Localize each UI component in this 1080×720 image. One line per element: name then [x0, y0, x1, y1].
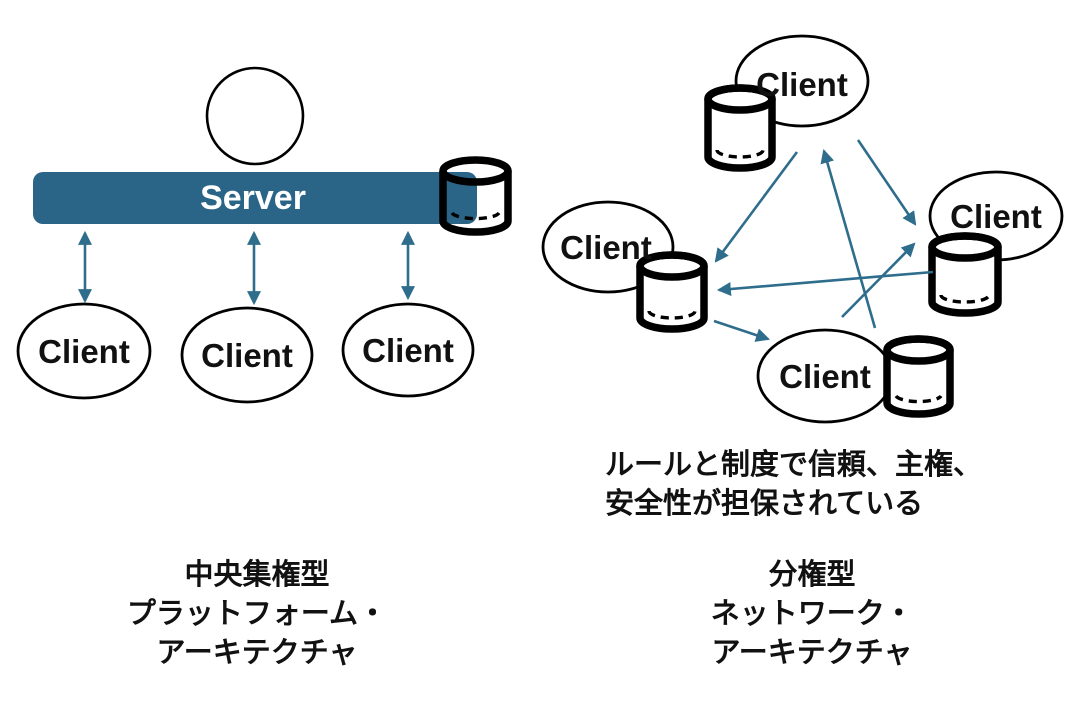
server-label: Server	[200, 179, 306, 217]
server-bar	[33, 172, 477, 224]
caption-line: 中央集権型	[184, 558, 329, 591]
peer-arrow	[716, 270, 934, 296]
caption-line: ネットワーク・	[711, 597, 913, 630]
centralized-diagram: Server Client Client Client 中央集権型 プラットフォ…	[16, 66, 512, 669]
database-icon	[704, 84, 776, 172]
client-label: Client	[38, 333, 130, 370]
client-label: Client	[201, 337, 293, 374]
caption-line: プラットフォーム・	[127, 597, 387, 630]
database-icon	[883, 335, 954, 418]
client-label: Client	[950, 198, 1042, 235]
client-label: Client	[362, 332, 454, 369]
client-ellipse	[341, 302, 475, 398]
caption-line: アーキテクチャ	[712, 636, 913, 669]
database-icon	[439, 156, 512, 236]
peer-arrow	[841, 242, 916, 318]
peer-arrow	[713, 319, 770, 342]
client-ellipse	[180, 306, 314, 404]
circle-node	[205, 66, 305, 166]
client-label: Client	[560, 229, 652, 266]
client-label: Client	[779, 358, 871, 395]
peer-arrow	[856, 139, 917, 226]
client-label: Client	[756, 66, 848, 103]
caption-line: 分権型	[768, 558, 855, 591]
decentralized-diagram: Client Client Client Client ルールと制度で信頼、主権…	[541, 34, 1064, 669]
peer-arrow	[820, 148, 877, 329]
annotation-line: ルールと制度で信頼、主権、	[605, 448, 982, 481]
annotation-line: 安全性が担保されている	[605, 486, 923, 520]
client-ellipse	[16, 302, 152, 400]
database-icon	[636, 251, 708, 333]
peer-arrow	[714, 151, 799, 263]
database-icon	[928, 232, 1002, 317]
caption-line: アーキテクチャ	[157, 636, 358, 669]
